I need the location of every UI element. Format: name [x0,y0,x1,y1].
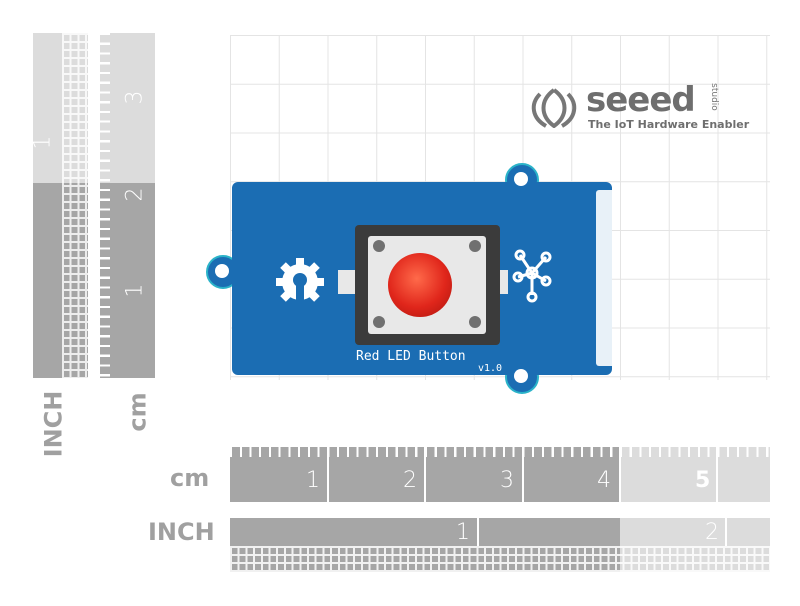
vertical-cm-ticks [100,33,110,378]
hcm-1: 1 [306,468,320,493]
gear-icon [272,254,328,314]
vertical-cm-label: cm [123,392,152,432]
logo-brand: seeed [586,80,696,120]
vcm-3: 3 [122,90,148,105]
hcm-5: 5 [695,468,711,493]
grove-connector [596,190,612,366]
seeed-leaf-icon [531,88,577,129]
red-led [388,253,452,317]
hinch-2: 2 [705,520,719,545]
vcm-1: 1 [122,283,148,298]
logo-sub: studio [708,83,719,111]
vcm-2: 2 [122,187,148,202]
hcm-2: 2 [403,468,417,493]
vertical-inch-ticks [62,33,88,378]
seeed-logo [528,86,580,132]
grove-network-icon [510,245,560,309]
vinch-1: 1 [30,135,56,150]
board-title: Red LED Button [356,349,466,364]
logo-tagline: The IoT Hardware Enabler [588,118,750,131]
board-version: v1.0 [478,363,503,374]
hcm-4: 4 [597,468,611,493]
horizontal-inch-label: INCH [148,518,215,546]
hinch-1: 1 [456,520,470,545]
hcm-3: 3 [500,468,514,493]
horizontal-cm-label: cm [170,464,210,492]
vertical-inch-label: INCH [39,390,68,458]
